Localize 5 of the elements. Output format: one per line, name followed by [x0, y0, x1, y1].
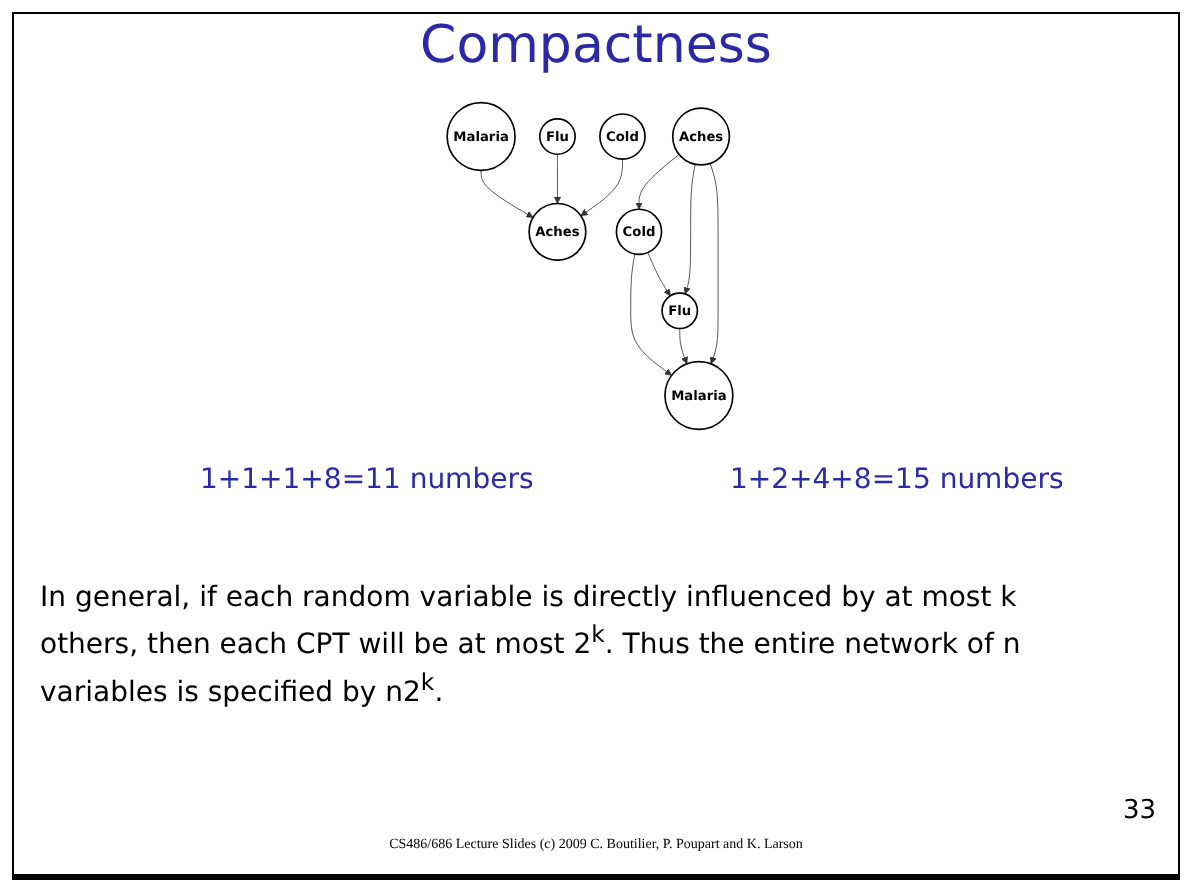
count-label: 1+1+1+8=11 numbers — [200, 464, 534, 496]
explanation-paragraph: In general, if each random variable is directly influenced by at most k others, then each CPT will be at most 2$^{k}$. Thus the entire network of n variables is specified by n2$^{k}$. — [40, 580, 1023, 711]
count-label: 1+2+4+8=15 numbers — [730, 464, 1064, 496]
page-number: 33 — [1122, 796, 1156, 826]
slide-title: Compactness — [418, 16, 774, 76]
